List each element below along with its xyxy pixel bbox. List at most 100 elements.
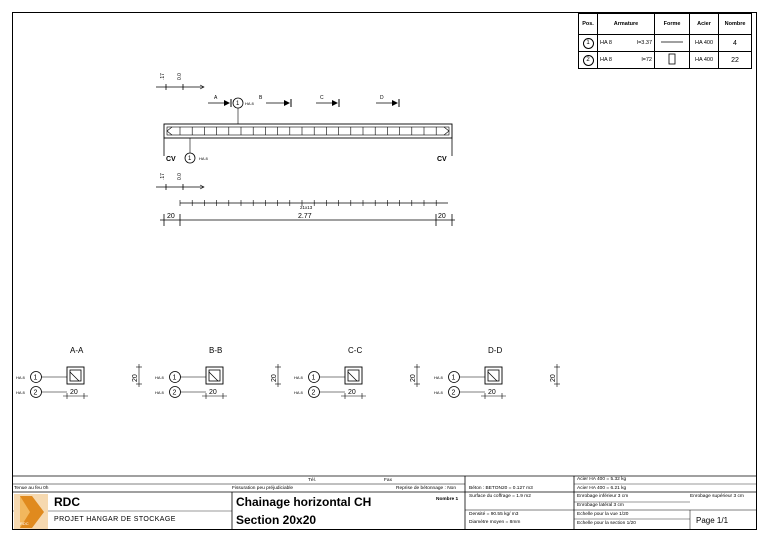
overall-dimension: 20 2.77 20 [160,213,455,226]
bar-callout: 2 [34,390,38,397]
mean-diameter: Diamètre moyen = 8mm [469,520,521,525]
section-arrow-c: C [316,95,340,107]
bar-label: HA 8 [294,375,303,380]
section-height: 20 [550,374,557,382]
section-label-d: D [380,95,384,101]
beam-elevation: CV CV [163,123,453,163]
dim-right: 20 [438,213,446,220]
project-code: RDC [54,495,80,509]
fax-label: Fax [384,478,392,483]
level-marker-top: .17 0.0 [156,73,205,90]
armature-table-header: Pos. Armature Forme Acier Nombre [578,13,752,35]
bar-label: HA 8 [155,375,164,380]
cross-section: C-C HA 8 1 HA 8 2 20 20 [294,346,420,399]
nombre-value: 22 [718,51,752,69]
acier-value: HA 400 [689,51,719,69]
armature-length: l=3.37 [636,40,652,46]
section-height: 20 [132,374,139,382]
cover-bottom: Enrobage inférieur 3 cm [577,494,629,499]
bar-callout-top: 1 HA 8 [232,97,254,124]
fire-resistance: Tenue au feu 0h [14,486,49,491]
section-arrow-b: B [259,95,292,107]
quantity: Nombre 1 [436,497,459,502]
armature-type: HA 8 [600,57,612,63]
section-height: 20 [271,374,278,382]
section-label-c: C [320,95,324,101]
dim-middle: 2.77 [298,213,312,220]
section-width: 20 [348,389,356,396]
level-marker-bottom: .17 0.0 [156,173,205,190]
concrete-volume: Béton : BETON20 = 0.127 m3 [469,486,533,491]
drawing-subtitle: Section 20x20 [236,513,317,527]
page-number: Page 1/1 [696,516,729,525]
steel-weight-1: Acier HA 400 = 5.32 kg [577,477,627,482]
bar-callout: 1 [312,375,316,382]
section-height: 20 [410,374,417,382]
bar-callout-bottom: 1 HA 8 [184,138,208,164]
bar-callout: 2 [452,390,456,397]
section-title: D-D [488,346,502,355]
bar-label: HA 8 [155,390,164,395]
density: Densité = 90.55 kg/ m3 [469,512,519,517]
section-width: 20 [70,389,78,396]
level-top-2: 0.0 [177,73,183,80]
table-row: 2 HA 8 l=72 HA 400 22 [578,51,752,69]
scale-section: Echelle pour la section 1/20 [577,521,636,526]
section-title: A-A [70,346,84,355]
armature-table: Pos. Armature Forme Acier Nombre 1 HA 8 l… [578,13,752,69]
tel-label: Tél. [308,478,316,483]
project-name: PROJET HANGAR DE STOCKAGE [54,516,176,523]
armature-length: l=72 [641,57,652,63]
concrete-joint: Reprise de bétonnage : Non [396,486,457,491]
bar-callout: 1 [452,375,456,382]
bar-label: HA 8 [16,375,25,380]
stirrup-spacing-dimension: 21x13 [179,200,448,210]
dim-left: 20 [167,213,175,220]
svg-text:1: 1 [188,156,192,162]
level-bot-1: .17 [160,173,166,180]
cv-left: CV [166,156,176,163]
cv-right: CV [437,156,447,163]
svg-text:HA 8: HA 8 [245,101,254,106]
pos-circle: 1 [582,37,594,49]
elevation-drawing: .17 0.0 A B C D [16,73,560,399]
section-label-a: A [214,95,218,101]
section-arrow-a: A [208,95,232,107]
section-title: C-C [348,346,362,355]
company-logo [14,494,48,529]
section-width: 20 [209,389,217,396]
level-bot-2: 0.0 [177,173,183,180]
sheet-frame [12,12,757,530]
section-arrow-d: D [376,95,400,107]
bar-callout: 2 [173,390,177,397]
spacing-label: 21x13 [300,205,313,210]
pos-circle: 2 [582,54,594,66]
cross-sections: A-A HA 8 1 HA 8 2 20 20 B-B HA 8 1 HA 8 2 20 20 C-C HA … [16,346,560,399]
bar-callout: 1 [34,375,38,382]
logo-text: RDC [20,521,29,526]
stirrup-lines [179,127,437,135]
bar-callout: 1 [173,375,177,382]
cross-section: A-A HA 8 1 HA 8 2 20 20 [16,346,142,399]
svg-text:HA 8: HA 8 [199,156,208,161]
cover-side: Enrobage latéral 3 cm [577,503,624,508]
bar-label: HA 8 [294,390,303,395]
bar-label: HA 8 [434,375,443,380]
section-label-b: B [259,95,263,101]
cross-section: B-B HA 8 1 HA 8 2 20 20 [155,346,281,399]
bar-label: HA 8 [16,390,25,395]
section-title: B-B [209,346,222,355]
cracking: Fissuration peu préjudiciable [232,486,294,491]
svg-text:1: 1 [236,101,240,107]
cover-top: Enrobage supérieur 3 cm [690,494,744,499]
armature-type: HA 8 [600,40,612,46]
scale-view: Echelle pour la vue 1/20 [577,512,629,517]
level-top-1: .17 [160,73,166,80]
formwork-area: Surface du coffrage = 1.9 m2 [469,494,531,499]
bar-callout: 2 [312,390,316,397]
steel-weight-2: Acier HA 400 = 6.21 kg [577,486,627,491]
bar-label: HA 8 [434,390,443,395]
